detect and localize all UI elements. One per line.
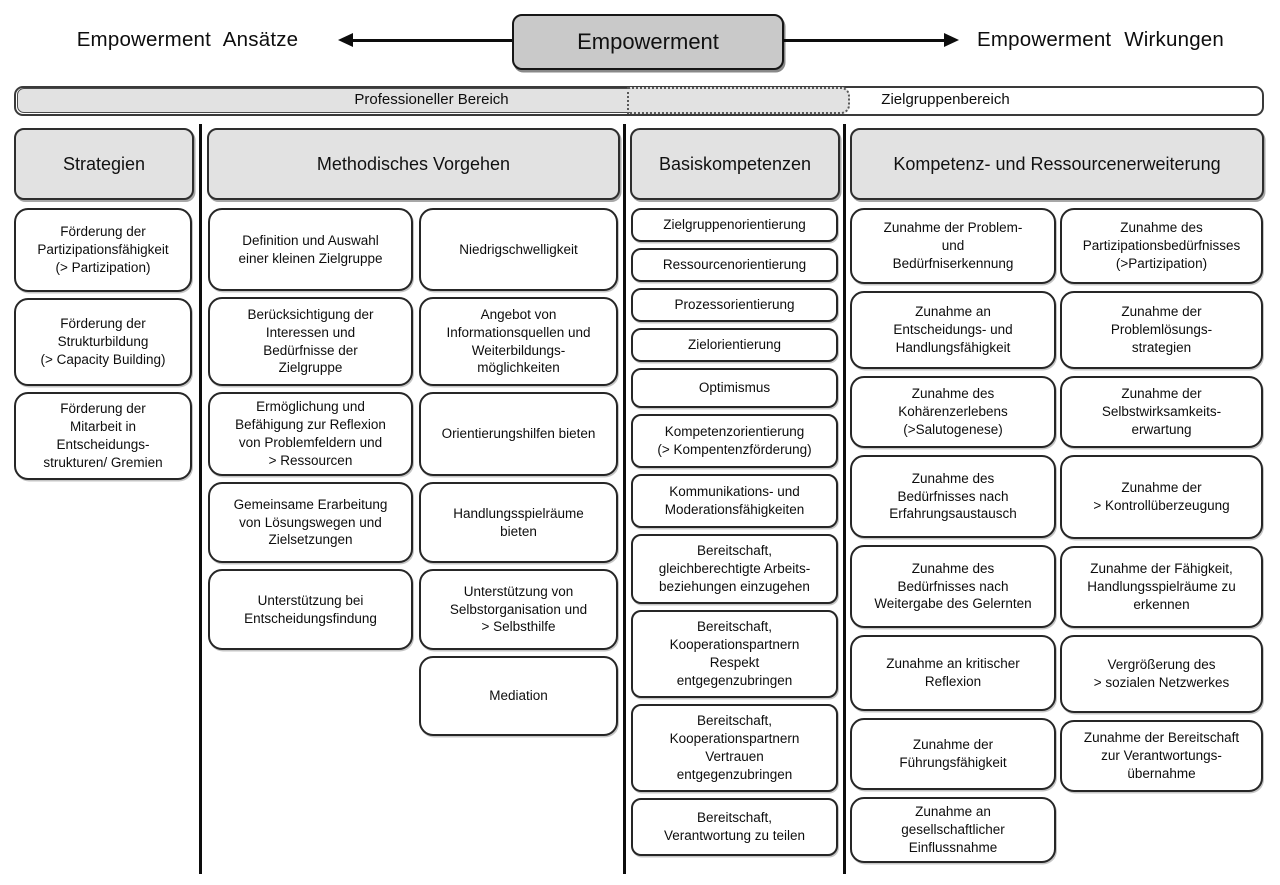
arrow-right-shaft: [783, 39, 946, 42]
erweiterung-box-7: Zunahme der Führungsfähigkeit: [850, 718, 1056, 790]
basiskompetenz-box-9: Bereitschaft, Kooperationspartnern Respe…: [631, 610, 838, 698]
erweiterung-box-8: Zunahme an gesellschaftlicher Einflussna…: [850, 797, 1056, 863]
strategien-box-1: Förderung der Partizipationsfähigkeit (>…: [14, 208, 192, 292]
erweiterung-box-11: Zunahme der Selbstwirksamkeits- erwartun…: [1060, 376, 1263, 448]
divider-line-3: [843, 124, 846, 874]
methodik-box-8: Orientierungshilfen bieten: [419, 392, 618, 476]
methodik-box-10: Unterstützung von Selbstorganisation und…: [419, 569, 618, 650]
band-target-group-label: Zielgruppenbereich: [881, 91, 1010, 108]
basiskompetenz-box-6: Kompetenzorientierung (> Kompentenzförde…: [631, 414, 838, 468]
erweiterung-box-14: Vergrößerung des > sozialen Netzwerkes: [1060, 635, 1263, 713]
methodik-box-6: Niedrigschwelligkeit: [419, 208, 618, 291]
label-empowerment-wirkungen: Empowerment Wirkungen: [976, 28, 1225, 51]
divider-line-2: [623, 124, 626, 874]
arrow-right-icon: [944, 33, 959, 47]
arrow-left-icon: [338, 33, 353, 47]
erweiterung-box-1: Zunahme der Problem- und Bedürfniserkenn…: [850, 208, 1056, 284]
methodik-box-7: Angebot von Informationsquellen und Weit…: [419, 297, 618, 386]
basiskompetenz-box-2: Ressourcenorientierung: [631, 248, 838, 282]
methodik-box-3: Ermöglichung und Befähigung zur Reflexio…: [208, 392, 413, 476]
erweiterung-box-15: Zunahme der Bereitschaft zur Verantwortu…: [1060, 720, 1263, 792]
strategien-box-3: Förderung der Mitarbeit in Entscheidungs…: [14, 392, 192, 480]
column-header-basiskompetenzen: Basiskompetenzen: [630, 128, 840, 200]
erweiterung-box-3: Zunahme des Kohärenzerlebens (>Salutogen…: [850, 376, 1056, 448]
column-header-strategien: Strategien: [14, 128, 194, 200]
basiskompetenz-box-5: Optimismus: [631, 368, 838, 408]
erweiterung-box-6: Zunahme an kritischer Reflexion: [850, 635, 1056, 711]
methodik-box-9: Handlungsspielräume bieten: [419, 482, 618, 563]
basiskompetenz-box-3: Prozessorientierung: [631, 288, 838, 322]
empowerment-center-box: Empowerment: [512, 14, 784, 70]
basiskompetenzen-stack: Zielgruppenorientierung Ressourcenorient…: [631, 208, 838, 856]
basiskompetenz-box-11: Bereitschaft, Verantwortung zu teilen: [631, 798, 838, 856]
basiskompetenz-box-8: Bereitschaft, gleichberechtigte Arbeits-…: [631, 534, 838, 604]
methodik-box-4: Gemeinsame Erarbeitung von Lösungswegen …: [208, 482, 413, 563]
erweiterung-box-12: Zunahme der > Kontrollüberzeugung: [1060, 455, 1263, 539]
label-empowerment-ansaetze: Empowerment Ansätze: [76, 28, 299, 51]
methodik-box-11: Mediation: [419, 656, 618, 736]
erweiterung-right-stack: Zunahme des Partizipationsbedürfnisses (…: [1060, 208, 1263, 792]
methodik-box-5: Unterstützung bei Entscheidungsfindung: [208, 569, 413, 650]
band-professional-label: Professioneller Bereich: [354, 91, 509, 108]
erweiterung-box-10: Zunahme der Problemlösungs- strategien: [1060, 291, 1263, 369]
column-header-methodisches-vorgehen: Methodisches Vorgehen: [207, 128, 620, 200]
arrow-left-shaft: [352, 39, 512, 42]
erweiterung-box-5: Zunahme des Bedürfnisses nach Weitergabe…: [850, 545, 1056, 628]
basiskompetenz-box-7: Kommunikations- und Moderationsfähigkeit…: [631, 474, 838, 528]
column-header-kompetenz-erweiterung: Kompetenz- und Ressourcenerweiterung: [850, 128, 1264, 200]
erweiterung-box-2: Zunahme an Entscheidungs- und Handlungsf…: [850, 291, 1056, 369]
basiskompetenz-box-10: Bereitschaft, Kooperationspartnern Vertr…: [631, 704, 838, 792]
erweiterung-box-9: Zunahme des Partizipationsbedürfnisses (…: [1060, 208, 1263, 284]
band-overlap-dotted: [627, 87, 850, 114]
methodik-left-stack: Definition und Auswahl einer kleinen Zie…: [208, 208, 413, 650]
strategien-box-2: Förderung der Strukturbildung (> Capacit…: [14, 298, 192, 386]
methodik-box-2: Berücksichtigung der Interessen und Bedü…: [208, 297, 413, 386]
strategien-stack: Förderung der Partizipationsfähigkeit (>…: [14, 208, 192, 480]
erweiterung-left-stack: Zunahme der Problem- und Bedürfniserkenn…: [850, 208, 1056, 863]
erweiterung-box-13: Zunahme der Fähigkeit, Handlungsspielräu…: [1060, 546, 1263, 628]
basiskompetenz-box-1: Zielgruppenorientierung: [631, 208, 838, 242]
erweiterung-box-4: Zunahme des Bedürfnisses nach Erfahrungs…: [850, 455, 1056, 538]
methodik-box-1: Definition und Auswahl einer kleinen Zie…: [208, 208, 413, 291]
methodik-right-stack: Niedrigschwelligkeit Angebot von Informa…: [419, 208, 618, 736]
divider-line-1: [199, 124, 202, 874]
basiskompetenz-box-4: Zielorientierung: [631, 328, 838, 362]
